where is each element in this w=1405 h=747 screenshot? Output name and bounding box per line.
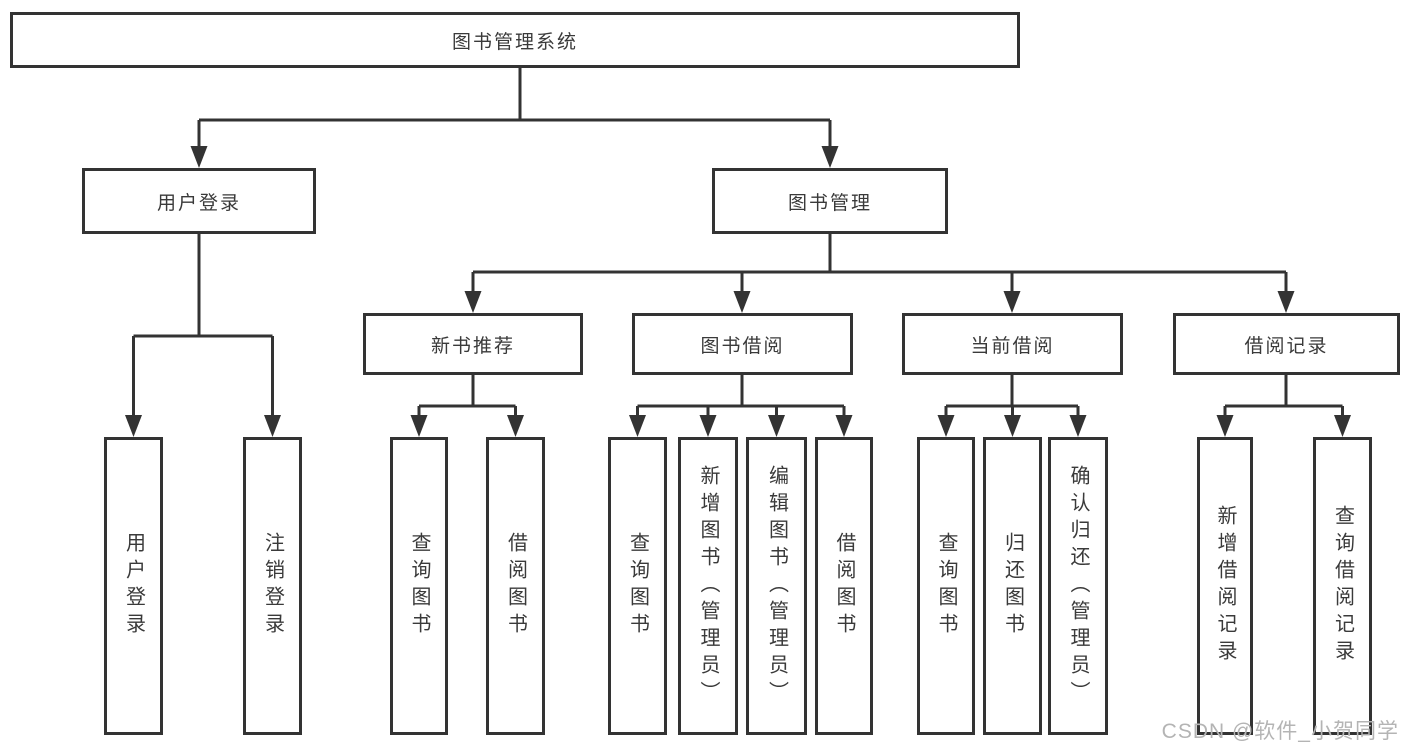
node-leaf-add-borrow-record: 新增借阅记录 <box>1197 437 1253 735</box>
node-leaf-add-book-admin-label: 新增图书（管理员） <box>697 464 719 708</box>
node-leaf-query-borrow-record: 查询借阅记录 <box>1313 437 1372 735</box>
node-current-borrowing-label: 当前借阅 <box>970 335 1055 357</box>
node-leaf-borrow-books-1: 借阅图书 <box>486 437 545 735</box>
node-leaf-logout-label: 注销登录 <box>261 532 284 640</box>
node-leaf-logout: 注销登录 <box>243 437 302 735</box>
node-leaf-return-books: 归还图书 <box>983 437 1042 735</box>
node-current-borrowing: 当前借阅 <box>902 313 1123 375</box>
node-leaf-query-books-3-label: 查询图书 <box>935 532 957 640</box>
node-leaf-borrow-books-2-label: 借阅图书 <box>833 532 855 640</box>
node-book-borrowing-label: 图书借阅 <box>700 335 785 357</box>
node-leaf-borrow-books-2: 借阅图书 <box>815 437 873 735</box>
node-leaf-edit-book-admin-label: 编辑图书（管理员） <box>765 464 788 708</box>
node-book-management: 图书管理 <box>712 168 948 234</box>
node-leaf-query-books-2-label: 查询图书 <box>626 532 649 640</box>
node-book-borrowing: 图书借阅 <box>632 313 853 375</box>
node-leaf-query-borrow-record-label: 查询借阅记录 <box>1331 505 1354 667</box>
node-user-login-label: 用户登录 <box>156 192 241 214</box>
node-new-book-recommend-label: 新书推荐 <box>430 335 515 357</box>
node-leaf-confirm-return-admin-label: 确认归还（管理员） <box>1067 464 1089 708</box>
node-leaf-return-books-label: 归还图书 <box>1001 532 1024 640</box>
node-leaf-add-borrow-record-label: 新增借阅记录 <box>1214 505 1236 667</box>
node-user-login: 用户登录 <box>82 168 316 234</box>
node-leaf-query-books-1-label: 查询图书 <box>408 532 430 640</box>
csdn-watermark: CSDN @软件_小贺同学 <box>1161 720 1399 743</box>
node-leaf-borrow-books-1-label: 借阅图书 <box>504 532 527 640</box>
node-root-label: 图书管理系统 <box>451 31 578 53</box>
node-leaf-user-login: 用户登录 <box>104 437 163 735</box>
node-leaf-confirm-return-admin: 确认归还（管理员） <box>1048 437 1108 735</box>
node-borrow-records-label: 借阅记录 <box>1244 335 1329 357</box>
node-book-management-label: 图书管理 <box>787 192 872 214</box>
node-root: 图书管理系统 <box>10 12 1020 68</box>
node-borrow-records: 借阅记录 <box>1173 313 1400 375</box>
node-new-book-recommend: 新书推荐 <box>363 313 583 375</box>
node-leaf-query-books-2: 查询图书 <box>608 437 667 735</box>
node-leaf-query-books-3: 查询图书 <box>917 437 975 735</box>
node-leaf-user-login-label: 用户登录 <box>122 532 145 640</box>
node-leaf-edit-book-admin: 编辑图书（管理员） <box>746 437 807 735</box>
node-leaf-add-book-admin: 新增图书（管理员） <box>678 437 738 735</box>
node-leaf-query-books-1: 查询图书 <box>390 437 448 735</box>
